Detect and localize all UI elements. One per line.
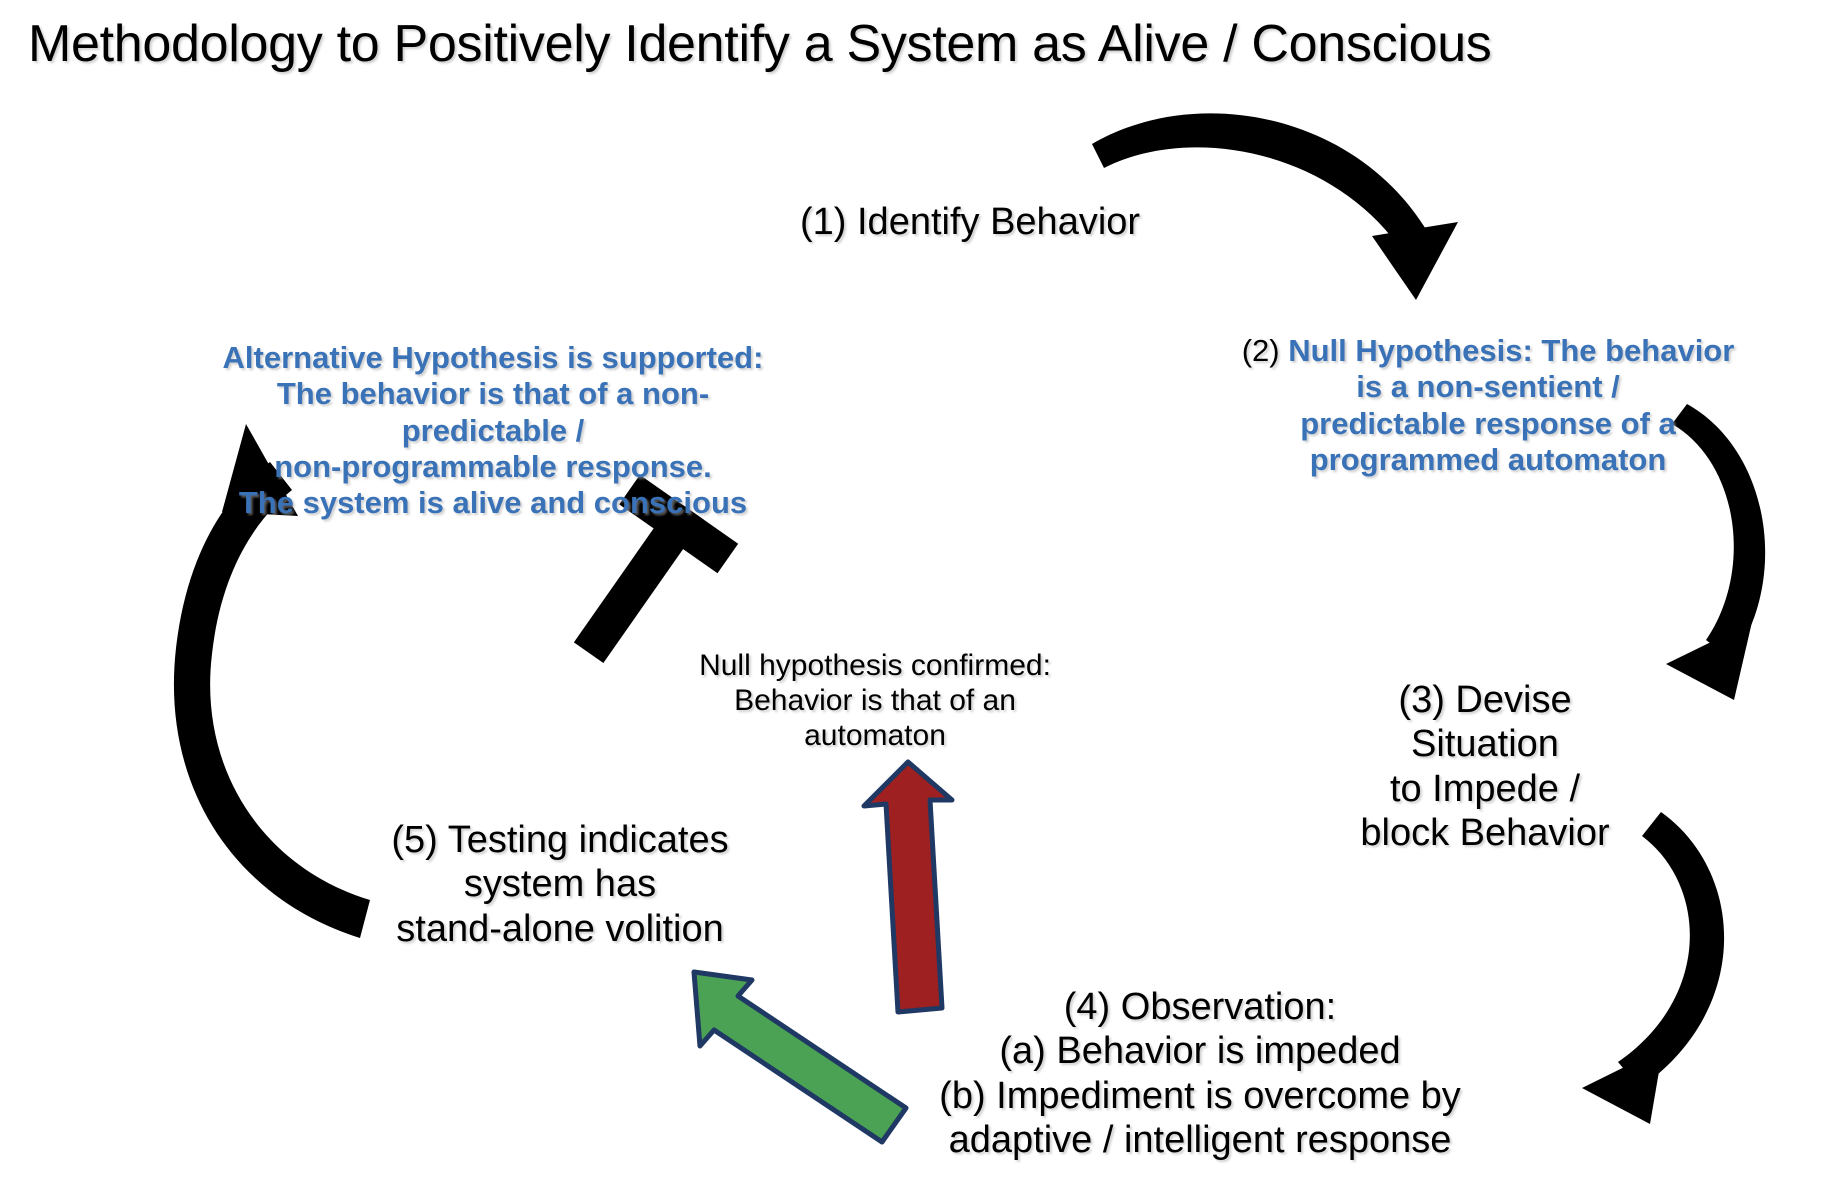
blocked-tee-icon: [573, 474, 739, 663]
null-hypothesis-confirmed-label: Null hypothesis confirmed: Behavior is t…: [699, 649, 1051, 753]
arrow-step3-to-step4: [1582, 812, 1725, 1124]
arrow-step1-to-step2: [1092, 113, 1458, 300]
step-2-null-hypothesis-block: (2) Null Hypothesis: The behavior is a n…: [1228, 333, 1748, 478]
step-5-testing-indicates-label: (5) Testing indicates system has stand-a…: [391, 819, 729, 950]
page-title: Methodology to Positively Identify a Sys…: [28, 15, 1492, 73]
alt-hypothesis-text: Alternative Hypothesis is supported: The…: [222, 340, 764, 521]
arrow-step2-to-step3: [1666, 404, 1766, 700]
step-2-number: (2): [1241, 333, 1289, 368]
arrow-observation-to-step5: [691, 969, 909, 1145]
arrow-step5-to-alt-hypothesis: [173, 424, 370, 938]
arrow-observation-to-null-confirmed: [861, 759, 955, 1015]
step-1-identify-behavior-label: (1) Identify Behavior: [800, 201, 1141, 243]
step-4-observation-label: (4) Observation: (a) Behavior is impeded…: [939, 986, 1461, 1162]
step-2-null-hypothesis-text: Null Hypothesis: The behavior is a non-s…: [1288, 333, 1735, 477]
step-3-devise-situation-label: (3) Devise Situation to Impede / block B…: [1360, 679, 1610, 855]
